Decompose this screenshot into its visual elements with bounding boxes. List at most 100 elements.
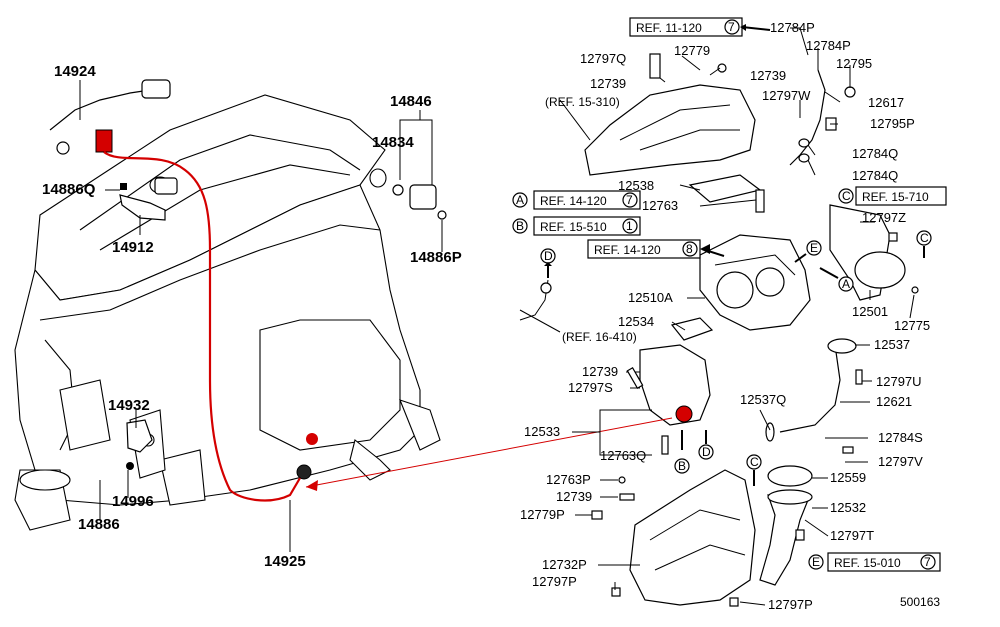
callout-12784q-a: 12784Q [852, 146, 898, 161]
ref-11-120-label: REF. 11-120 [636, 21, 702, 35]
red-connection-line [305, 417, 673, 488]
callout-12797t: 12797T [830, 528, 874, 543]
diagram-id: 500163 [900, 595, 940, 609]
right-callouts: 12784P 12784P 12797Q 12779 12795 12739 1… [520, 20, 930, 612]
callout-12797u: 12797U [876, 374, 922, 389]
turbocharger-12510a [699, 234, 811, 331]
ref-box-15-710 [855, 186, 947, 206]
wiring-harness-14925 [95, 129, 301, 502]
callout-12537: 12537 [874, 337, 910, 352]
marker-c-actuator: C [920, 231, 929, 245]
callout-12537q: 12537Q [740, 392, 786, 407]
callout-12510a: 12510A [628, 290, 673, 305]
marker-a-label: A [516, 193, 524, 207]
left-callouts: 14924 14886Q 14912 14932 14996 14886 149… [42, 63, 462, 570]
callout-12795: 12795 [836, 56, 872, 71]
ref-14-120b-label: REF. 14-120 [594, 243, 661, 257]
callout-12775: 12775 [894, 318, 930, 333]
callout-12739-b: 12739 [750, 68, 786, 83]
callout-12538: 12538 [618, 178, 654, 193]
callout-14924: 14924 [54, 63, 96, 80]
heat-shield-upper [584, 84, 756, 176]
bracket-14912 [119, 177, 178, 221]
ref-arrow [741, 26, 771, 31]
callout-14886: 14886 [78, 516, 120, 533]
callout-12617: 12617 [868, 95, 904, 110]
elbow-12533 [639, 344, 711, 455]
callout-14996: 14996 [112, 493, 154, 510]
marker-d-top: D [544, 249, 553, 263]
callout-12795p: 12795P [870, 116, 915, 131]
oil-pipe-12617 [649, 53, 856, 166]
callout-12797v: 12797V [878, 454, 923, 469]
callout-12784q-b: 12784Q [852, 168, 898, 183]
marker-b-label: B [516, 219, 524, 233]
gasket-12538 [688, 174, 765, 213]
marker-a-circle [512, 192, 528, 208]
callout-14886q: 14886Q [42, 181, 96, 198]
callout-12797q: 12797Q [580, 51, 626, 66]
callout-12784p-b: 12784P [806, 38, 851, 53]
cam-sensor-14846 [392, 184, 447, 220]
marker-c-label: C [842, 189, 851, 203]
callout-12797w: 12797W [762, 88, 811, 103]
callout-12779: 12779 [674, 43, 710, 58]
ref-14-120b-num: 8 [686, 242, 693, 256]
callout-12534: 12534 [618, 314, 654, 329]
reference-boxes: REF. 11-120 7 (REF. 15-310) A REF. 14-12… [512, 17, 947, 572]
ref-14-120a-num: 7 [626, 193, 633, 207]
callout-12779p: 12779P [520, 507, 565, 522]
ref-15-010-num: 7 [924, 555, 931, 569]
ref-15-710-label: REF. 15-710 [862, 190, 929, 204]
engine-illustration [14, 94, 441, 531]
callout-12763q: 12763Q [600, 448, 646, 463]
ref-15-010-label: REF. 15-010 [834, 556, 901, 570]
callout-12797p-b: 12797P [768, 597, 813, 612]
callout-12763p: 12763P [546, 472, 591, 487]
marker-e-circle [808, 554, 824, 570]
callout-12763: 12763 [642, 198, 678, 213]
callout-12739-a: 12739 [590, 76, 626, 91]
callout-14834: 14834 [372, 134, 414, 151]
callout-12559: 12559 [830, 470, 866, 485]
marker-a-turbo: A [842, 277, 850, 291]
marker-e-turbo: E [810, 241, 818, 255]
heat-shield-lower-12732p [611, 469, 756, 607]
harness-connector-red [95, 129, 113, 153]
ref-15-310-label: (REF. 15-310) [545, 95, 620, 109]
ref-14-120a-label: REF. 14-120 [540, 194, 607, 208]
marker-b-circle [512, 218, 528, 234]
o2-sensor-14924 [49, 79, 171, 155]
callout-12784p-a: 12784P [770, 20, 815, 35]
callout-14846: 14846 [390, 93, 432, 110]
callout-12797z: 12797Z [862, 210, 906, 225]
ref-11-120-num: 7 [728, 20, 735, 34]
gasket-12534 [670, 317, 714, 341]
return-pipe-12621 [765, 338, 857, 442]
callout-12784s: 12784S [878, 430, 923, 445]
callout-12732p: 12732P [542, 557, 587, 572]
marker-c-bottom: C [750, 455, 759, 469]
callout-12533: 12533 [524, 424, 560, 439]
marker-b-bottom: B [678, 459, 686, 473]
callout-12621: 12621 [876, 394, 912, 409]
ref-15-510-label: REF. 15-510 [540, 220, 607, 234]
red-arrowhead [306, 480, 318, 491]
callout-12501: 12501 [852, 304, 888, 319]
hardware-bolts [591, 232, 898, 541]
ref-11-120-num-circle [724, 19, 740, 35]
callout-14912: 14912 [112, 239, 154, 256]
callout-12739-d: 12739 [556, 489, 592, 504]
callout-12797s: 12797S [568, 380, 613, 395]
ref-box-14-120a [533, 190, 641, 210]
sensor-port-highlight [306, 433, 318, 445]
callout-12532: 12532 [830, 500, 866, 515]
callout-14925: 14925 [264, 553, 306, 570]
pipe-12532 [759, 465, 813, 586]
callout-12797p-a: 12797P [532, 574, 577, 589]
ref-box-15-510 [533, 216, 641, 236]
flow-markers: D E A C B D C [519, 230, 932, 486]
elbow-port-highlight [675, 405, 693, 423]
ref-15-510-num: 1 [626, 219, 633, 233]
